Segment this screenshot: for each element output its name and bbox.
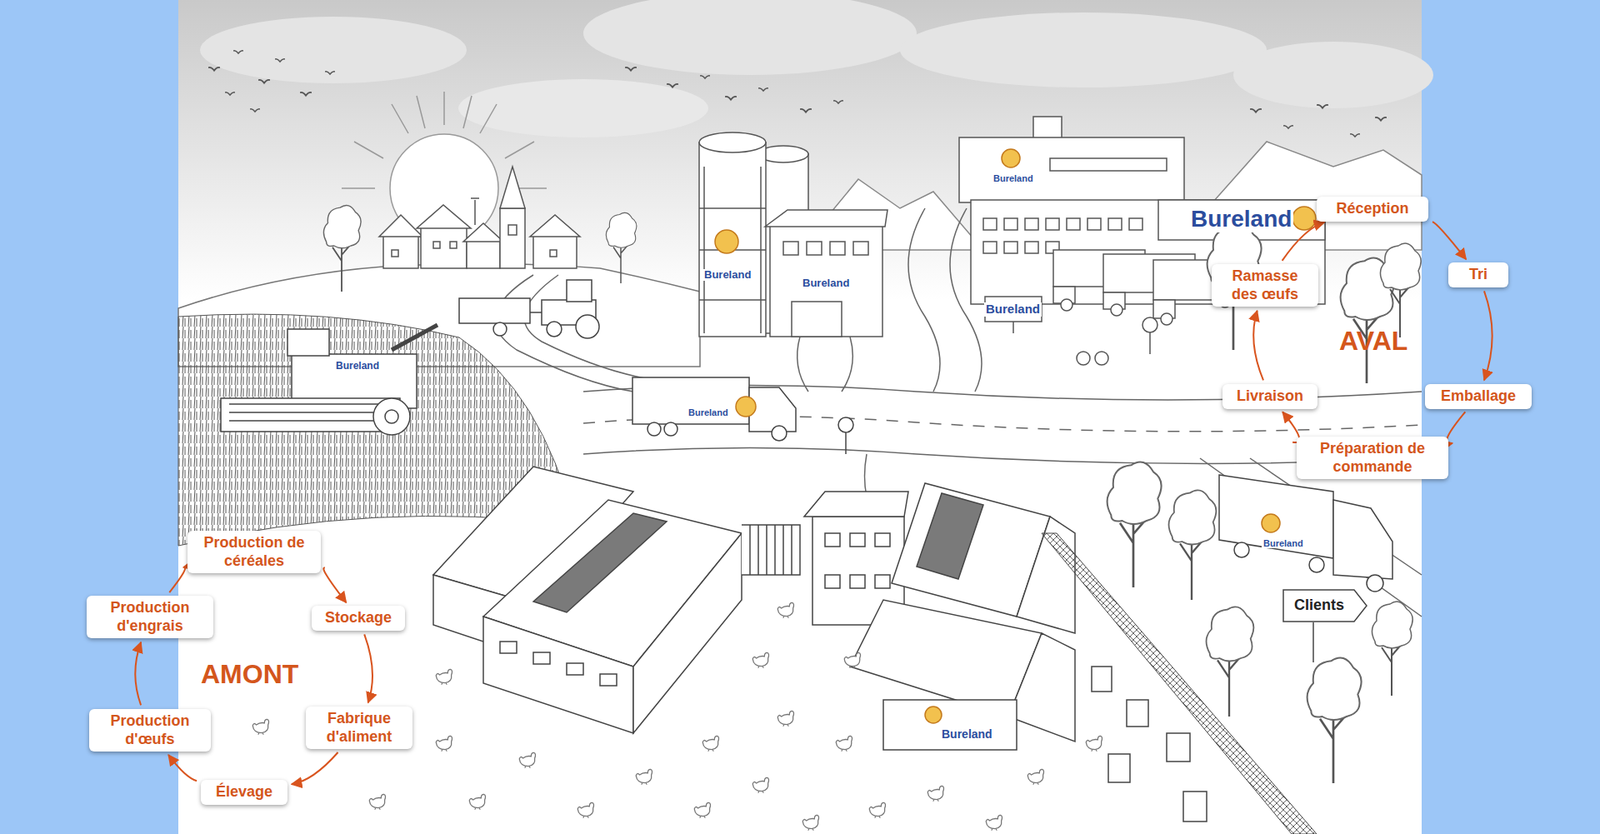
process-box: Production d'œufs — [89, 709, 211, 752]
flow-arrow-line — [1484, 290, 1493, 380]
flow-arrow — [135, 642, 141, 705]
harvester — [220, 325, 438, 435]
process-box: Emballage — [1425, 384, 1532, 410]
sign-text: Clients — [1294, 597, 1345, 615]
flow-arrow-line — [1446, 411, 1465, 444]
flow-arrow — [1253, 310, 1264, 380]
process-box: Production de céréales — [187, 530, 321, 574]
flow-arrow-line — [1253, 310, 1264, 380]
flow-arrow-line — [291, 752, 339, 785]
process-box: Fabrique d'aliment — [305, 706, 413, 750]
sign-text: Bureland — [334, 360, 381, 372]
step-label: Stockage — [318, 609, 399, 628]
step-label: Ramasse des œufs — [1218, 267, 1312, 304]
flow-arrow-line — [168, 755, 197, 781]
step-label: Réception — [1323, 200, 1422, 219]
flow-arrow — [168, 755, 197, 781]
flow-arrow-line — [1432, 221, 1466, 260]
step-label: Élevage — [207, 783, 281, 802]
truck — [632, 377, 854, 455]
sign-text: Bureland — [991, 173, 1035, 184]
flow-arrow — [323, 567, 346, 603]
factory — [959, 116, 1325, 365]
section-label: AVAL — [1339, 326, 1408, 356]
sign-text: Bureland — [702, 269, 753, 281]
process-box: Production d'engrais — [86, 595, 214, 639]
sign-text: Bureland — [800, 277, 851, 290]
flow-arrow — [364, 634, 373, 703]
process-box: Réception — [1316, 196, 1429, 222]
step-label: Production de céréales — [194, 534, 315, 570]
fence — [1041, 533, 1317, 834]
flow-arrow — [169, 567, 185, 593]
flow-arrow-line — [169, 567, 185, 593]
flow-arrow-line — [323, 567, 346, 603]
sky — [178, 0, 1434, 834]
flow-arrow — [291, 752, 339, 785]
hens — [252, 602, 1102, 830]
village — [379, 166, 580, 269]
client-truck — [1219, 475, 1393, 663]
tractor — [459, 280, 600, 339]
trees — [323, 205, 1421, 785]
sign-text: Bureland — [686, 407, 730, 418]
section-label: AMONT — [200, 660, 299, 690]
barns — [433, 466, 1075, 750]
sign-text: Bureland — [984, 302, 1042, 317]
flow-arrow-line — [135, 642, 141, 705]
flow-arrow-line — [364, 634, 373, 703]
sign-text: Bureland — [1189, 206, 1294, 233]
step-label: Préparation de commande — [1303, 440, 1442, 476]
step-label: Tri — [1455, 265, 1502, 285]
step-label: Fabrique d'aliment — [312, 710, 406, 746]
beehives — [1091, 666, 1207, 822]
step-label: Livraison — [1229, 387, 1311, 406]
birds — [208, 50, 1387, 137]
process-box: Stockage — [311, 605, 405, 631]
process-box: Préparation de commande — [1296, 436, 1449, 480]
silos — [699, 132, 888, 337]
sign-text: Bureland — [1261, 538, 1305, 549]
flow-arrow — [1484, 290, 1493, 380]
process-box: Élevage — [200, 780, 288, 805]
process-box: Livraison — [1222, 384, 1318, 410]
sign-text: Bureland — [940, 728, 995, 741]
flow-arrow — [1446, 411, 1465, 444]
process-box: Ramasse des œufs — [1211, 264, 1319, 307]
step-label: Production d'engrais — [93, 599, 207, 635]
flow-arrow — [1432, 221, 1466, 260]
step-label: Emballage — [1431, 387, 1525, 406]
process-box: Tri — [1448, 262, 1509, 288]
step-label: Production d'œufs — [95, 712, 205, 749]
